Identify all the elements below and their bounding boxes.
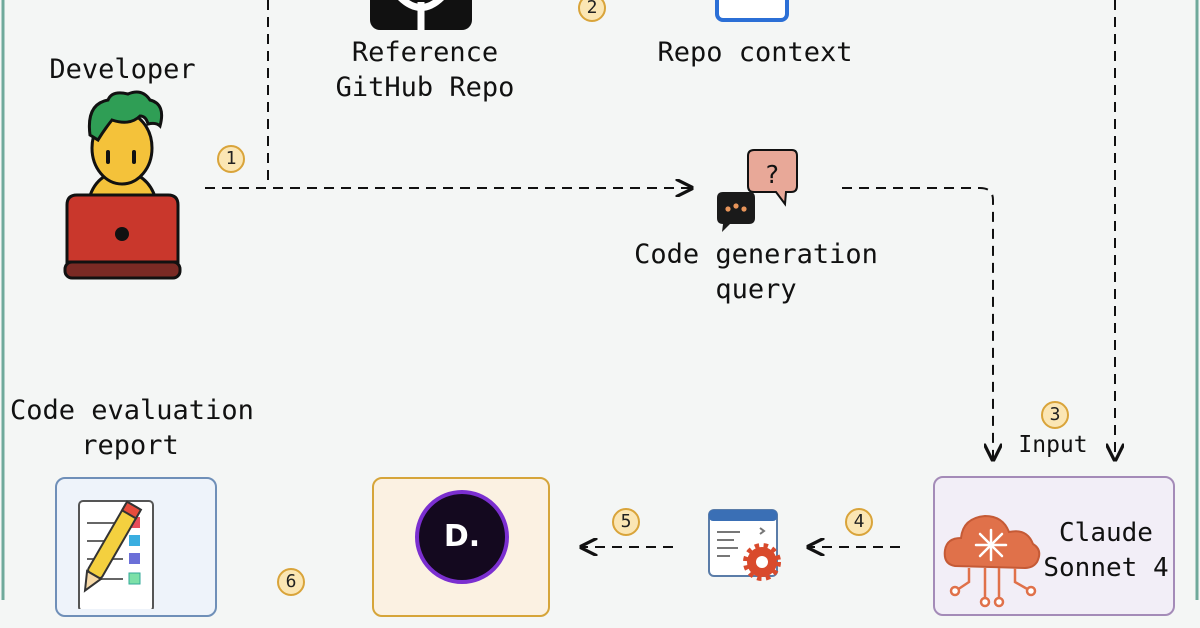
step-badge-6: 6 — [277, 568, 305, 596]
ai-cloud-icon — [943, 514, 1041, 608]
deepeval-box: D. — [372, 477, 550, 617]
step-badge-2: 2 — [578, 0, 606, 22]
connector-layer: ? — [1, 0, 1199, 600]
claude-box: Claude Sonnet 4 — [933, 476, 1175, 616]
step-badge-3: 3 — [1041, 401, 1069, 429]
code-window-gear-icon — [708, 509, 781, 581]
report-box — [55, 477, 217, 617]
repo-context-label: Repo context — [657, 37, 853, 68]
connector-query-to-claude — [842, 187, 993, 458]
github-icon — [370, 0, 472, 30]
step-badge-4: 4 — [845, 508, 873, 536]
claude-label: Claude Sonnet 4 — [1043, 518, 1169, 583]
input-label: Input — [1018, 432, 1088, 458]
report-label: Code evaluation report — [10, 395, 254, 461]
svg-text:?: ? — [764, 160, 779, 189]
repo-context-icon — [715, 0, 789, 22]
query-label: Code generation query — [634, 239, 878, 305]
step-badge-5: 5 — [612, 508, 640, 536]
chat-bubbles-icon: ? — [717, 149, 798, 232]
github-repo-label: Reference GitHub Repo — [335, 37, 515, 103]
developer-label: Developer — [49, 54, 196, 85]
checklist-icon — [78, 500, 154, 609]
deepeval-logo: D. — [415, 490, 509, 584]
developer-icon — [63, 90, 182, 280]
step-badge-1: 1 — [217, 145, 245, 173]
